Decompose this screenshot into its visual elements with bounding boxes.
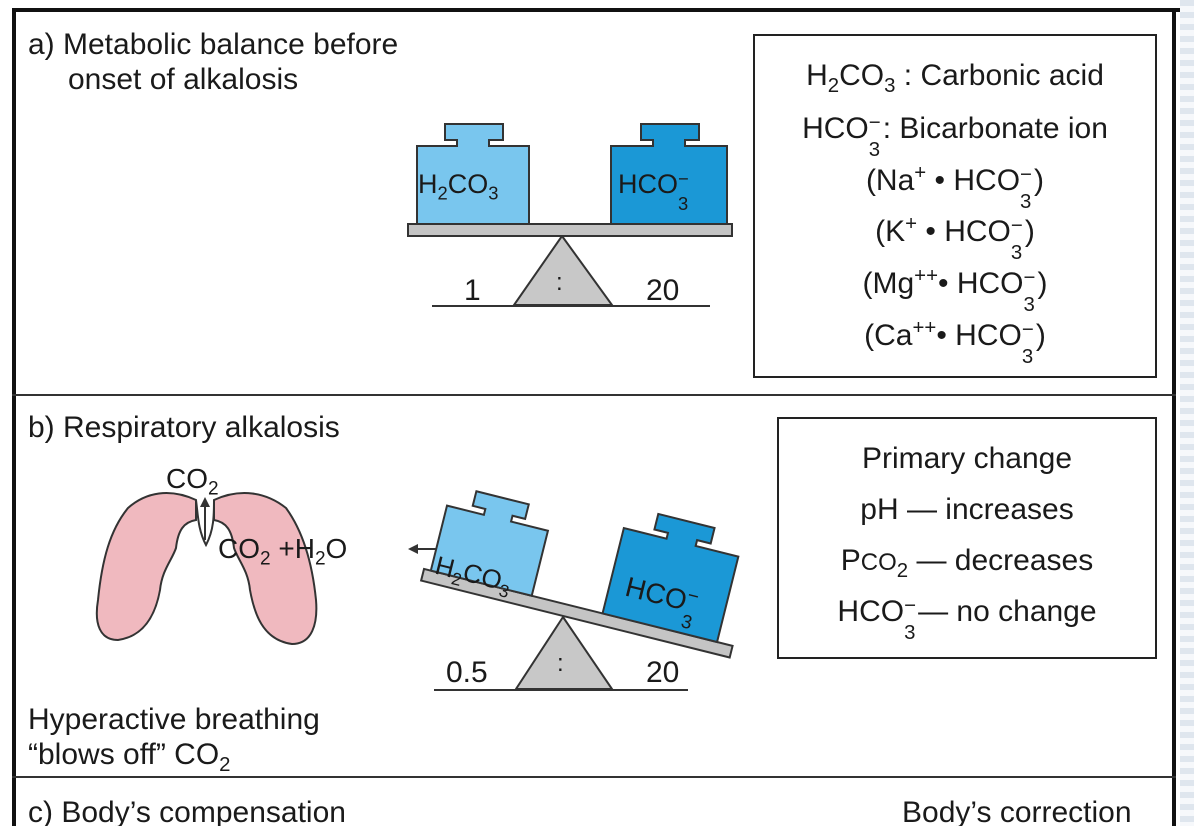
legend-bicarbonate-ion: HCO−3: Bicarbonate ion xyxy=(802,112,1108,161)
primary-change-heading: Primary change xyxy=(861,442,1073,475)
panel-a-left-weight-label: H2CO3 xyxy=(418,169,499,204)
frame-top-border xyxy=(12,8,1182,12)
panel-a-right-weight-label: HCO−3 xyxy=(618,168,689,213)
divider-a-b xyxy=(12,394,1176,396)
panel-b-ratio-separator: : xyxy=(557,650,564,677)
panel-b-fulcrum xyxy=(514,615,614,690)
panel-b-balance xyxy=(419,490,740,691)
panel-a-bicarbonate-weight xyxy=(610,123,728,225)
panel-a-title-line2: onset of alkalosis xyxy=(68,63,299,96)
ph-change: pH — increases xyxy=(860,493,1074,526)
hyperactive-breathing-caption-line2: “blows off” CO2 xyxy=(28,738,231,776)
panel-b-ratio-right: 20 xyxy=(646,656,680,689)
pco2-change: PCO2 — decreases xyxy=(840,544,1094,582)
divider-b-c xyxy=(12,776,1176,778)
left-lung xyxy=(95,492,197,642)
lungs-icon xyxy=(95,492,318,646)
panel-c-compensation-title: c) Body’s compensation xyxy=(28,796,346,826)
legend-magnesium-bicarbonate: (Mg++• HCO−3) xyxy=(862,265,1048,316)
panel-a-ratio-separator: : xyxy=(556,269,563,296)
edge-stripe xyxy=(1180,0,1194,826)
primary-change-box: Primary change pH — increases PCO2 — dec… xyxy=(777,417,1157,659)
panel-b-title: b) Respiratory alkalosis xyxy=(28,411,340,444)
frame-right-border xyxy=(1172,8,1176,826)
legend-sodium-bicarbonate: (Na+ • HCO−3) xyxy=(865,162,1045,213)
panel-b-carbonic-acid-weight xyxy=(429,490,550,597)
legend-carbonic-acid: H2CO3 : Carbonic acid xyxy=(806,59,1104,97)
legend-potassium-bicarbonate: (K+ • HCO−3) xyxy=(875,213,1035,264)
right-lung xyxy=(213,492,318,646)
exhale-arrow-head xyxy=(200,497,210,507)
panel-b-beam xyxy=(419,567,734,659)
panel-a-carbonic-acid-weight xyxy=(416,123,530,225)
co2-exhaled-label: CO2 xyxy=(166,463,219,500)
hco3-change: HCO−3— no change xyxy=(837,595,1097,644)
panel-a-title-line1: a) Metabolic balance before xyxy=(28,28,399,61)
panel-a-ratio-right: 20 xyxy=(646,274,680,307)
panel-b-ratio-left: 0.5 xyxy=(446,656,488,689)
trachea xyxy=(195,499,215,548)
panel-a-balance xyxy=(407,123,733,307)
panel-a-ratio-left: 1 xyxy=(464,274,481,307)
reaction-label: CO2 +H2O xyxy=(218,533,348,570)
frame-left-border xyxy=(12,8,16,826)
panel-a-legend-box: H2CO3 : Carbonic acid HCO−3: Bicarbonate… xyxy=(753,34,1157,378)
hyperactive-breathing-caption-line1: Hyperactive breathing xyxy=(28,703,320,736)
legend-calcium-bicarbonate: (Ca++• HCO−3) xyxy=(864,317,1046,368)
panel-b-bicarbonate-weight xyxy=(601,512,740,644)
panel-a-fulcrum xyxy=(512,234,614,306)
panel-a-beam xyxy=(407,223,733,237)
panel-c-correction-title: Body’s correction xyxy=(902,796,1132,826)
